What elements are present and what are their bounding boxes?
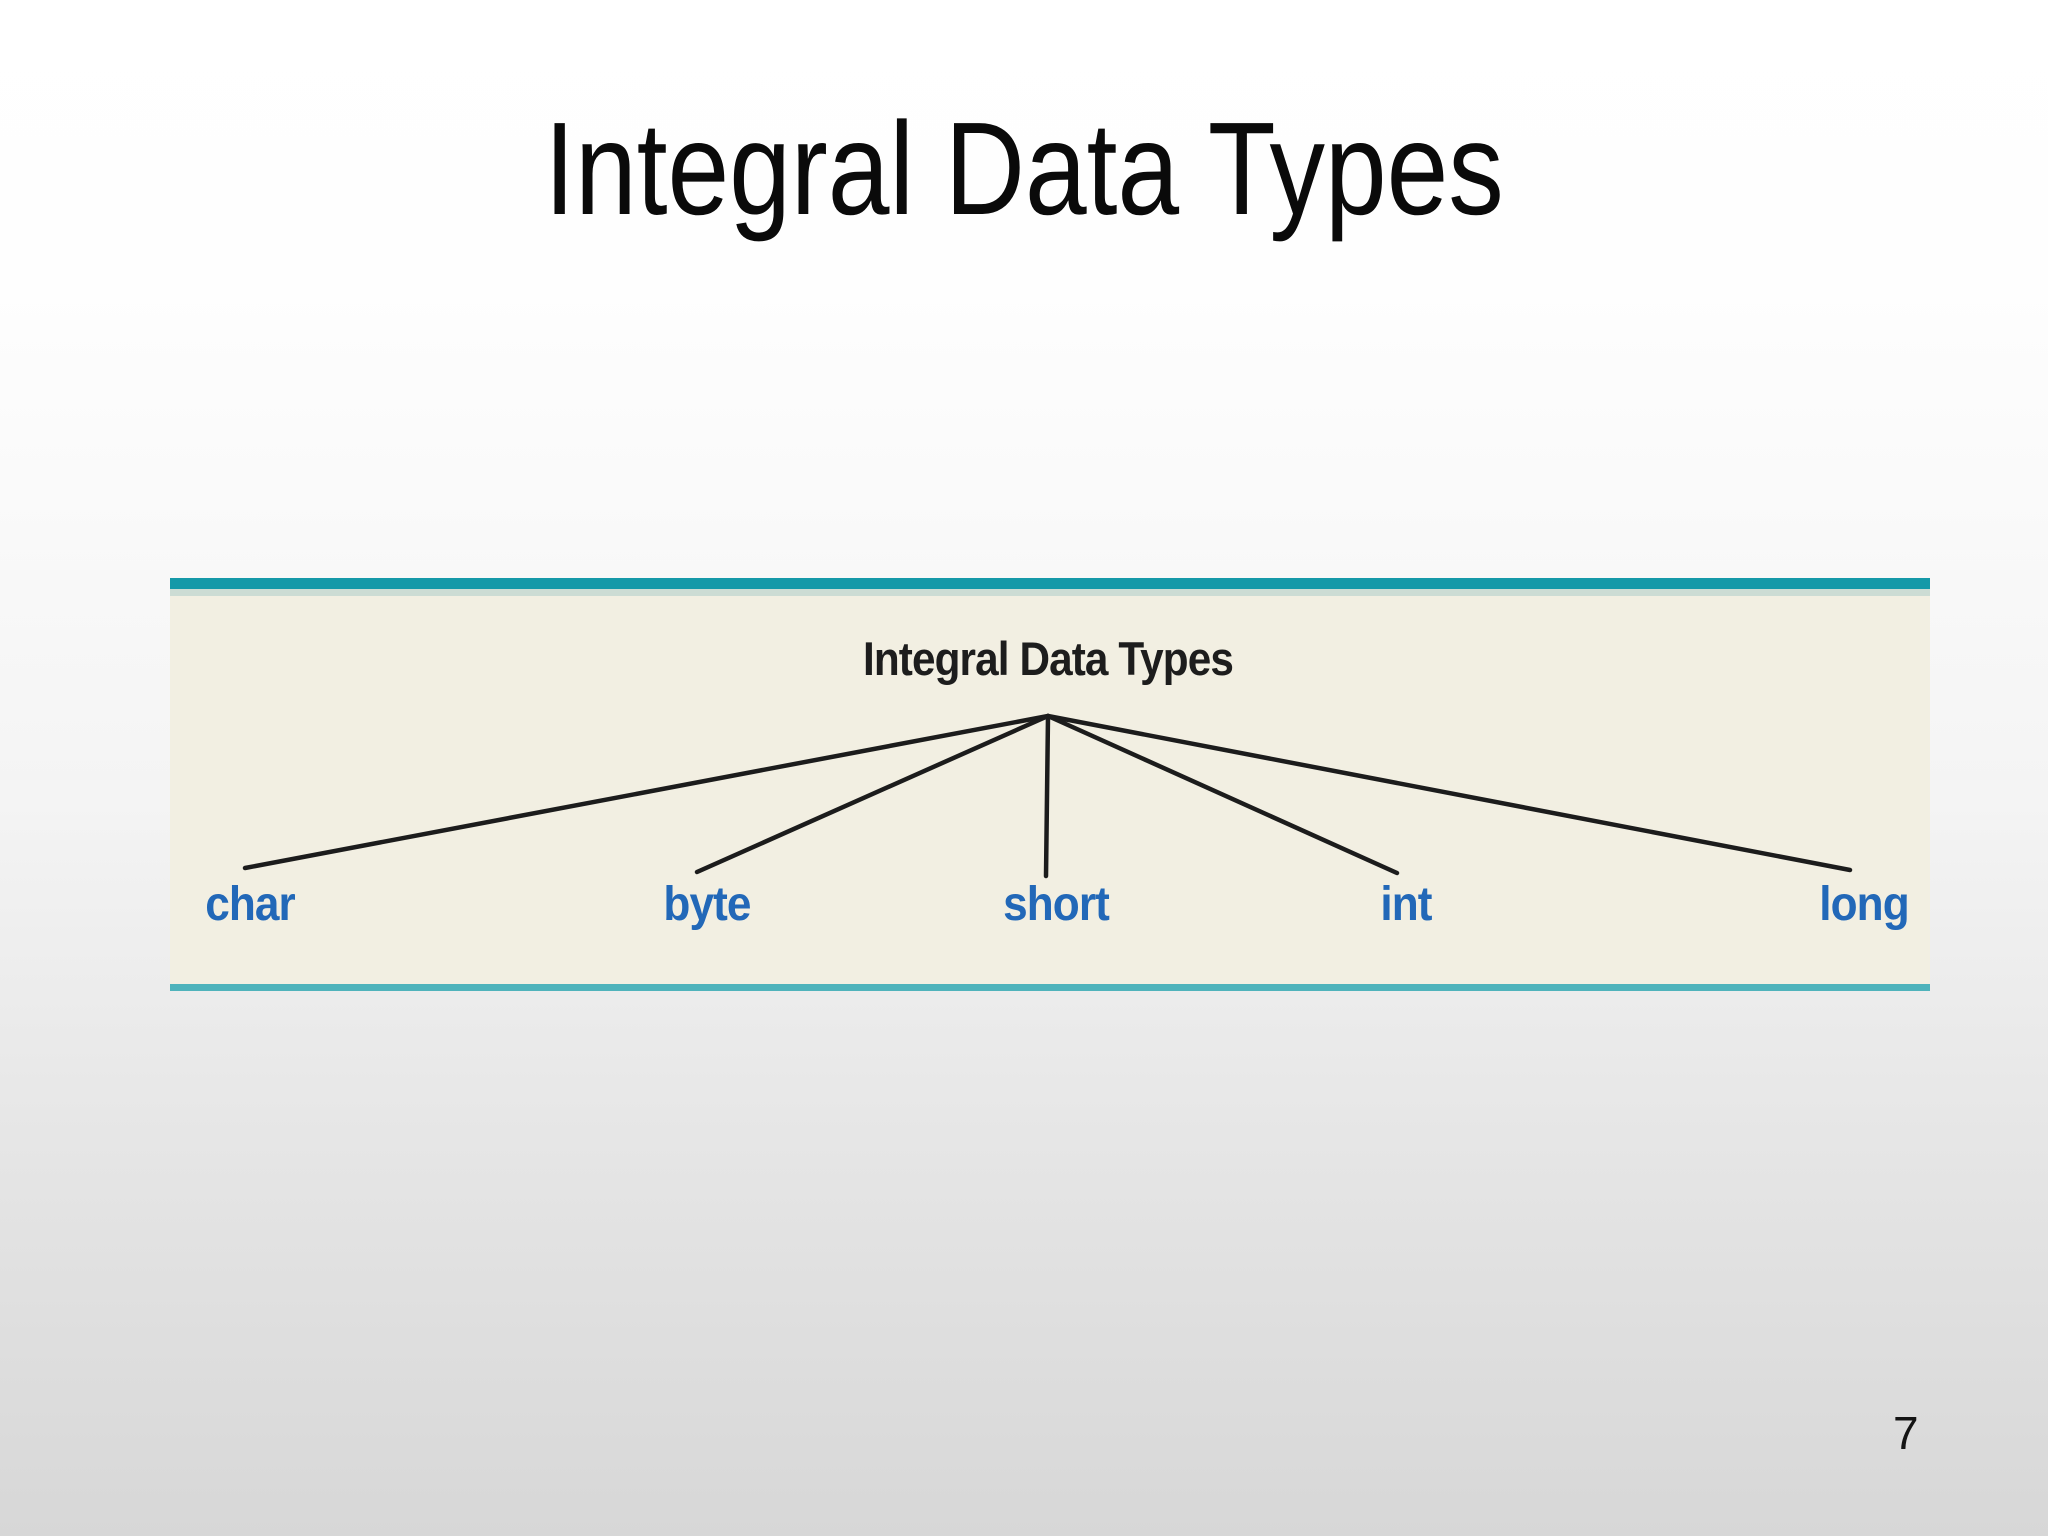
slide-title: Integral Data Types (544, 95, 1504, 242)
edge-root-to-long (1045, 713, 1853, 873)
tree-edges (242, 713, 1853, 879)
page-number: 7 (1893, 1407, 1919, 1459)
integral-data-types-figure: Integral Data Types char byte short int … (170, 578, 1930, 991)
figure-top-border-shadow (170, 589, 1930, 596)
edge-root-to-char (242, 713, 1051, 871)
node-label-byte: byte (663, 878, 751, 931)
edge-root-to-int (1045, 713, 1400, 876)
figure-top-border (170, 578, 1930, 589)
figure-bottom-border (170, 984, 1930, 991)
diagram-root-label: Integral Data Types (863, 632, 1234, 685)
node-label-long: long (1819, 878, 1909, 931)
node-label-short: short (1003, 878, 1110, 931)
node-label-int: int (1380, 878, 1432, 931)
node-label-char: char (205, 878, 296, 931)
edge-root-to-short (1043, 713, 1051, 879)
edge-root-to-byte (694, 713, 1051, 875)
